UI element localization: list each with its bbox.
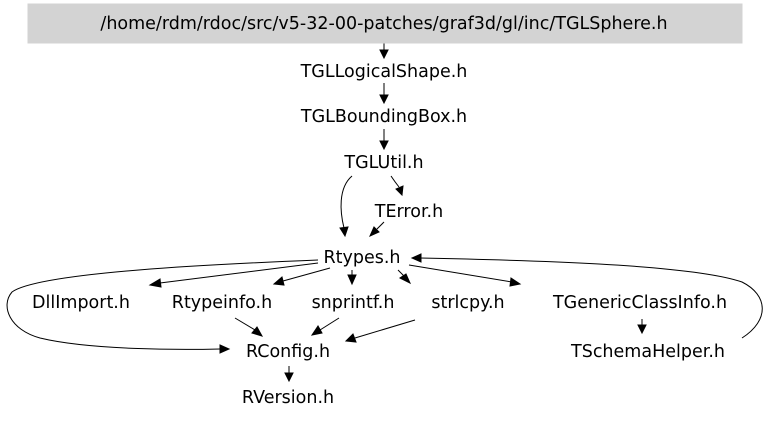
edge-tglutil-to-rtypes: [339, 175, 353, 238]
node-tgllogicalshape-label: TGLLogicalShape.h: [300, 62, 468, 82]
edge-root-to-tgllogicalshape: [379, 43, 389, 60]
edge-rtypes-to-tgenericclassinfo: [408, 264, 522, 287]
node-tglsphere-root[interactable]: /home/rdm/rdoc/src/v5-32-00-patches/graf…: [27, 3, 743, 44]
node-rconfig-label: RConfig.h: [246, 342, 330, 362]
node-rversion-label: RVersion.h: [242, 388, 334, 408]
node-dllimport-label: DllImport.h: [32, 293, 130, 313]
edge-tgllogicalshape-to-tglboundingbox: [379, 83, 389, 105]
node-tgenericclassinfo-label: TGenericClassInfo.h: [552, 293, 727, 313]
node-rtypeinfo[interactable]: Rtypeinfo.h: [172, 293, 272, 313]
edge-rtypeinfo-to-rconfig: [234, 317, 264, 337]
node-root-background: [27, 3, 743, 44]
node-tgllogicalshape[interactable]: TGLLogicalShape.h: [300, 62, 468, 82]
edge-tglboundingbox-to-tglutil: [379, 129, 389, 151]
edge-tgenericclassinfo-to-tschemahelper: [637, 319, 647, 335]
node-tschemahelper[interactable]: TSchemaHelper.h: [570, 342, 725, 362]
node-tglboundingbox-label: TGLBoundingBox.h: [300, 107, 467, 127]
edge-rconfig-to-rversion: [284, 366, 294, 383]
node-snprintf[interactable]: snprintf.h: [312, 293, 395, 313]
edge-rtypes-to-strlcpy: [397, 269, 412, 285]
node-tglutil[interactable]: TGLUtil.h: [343, 153, 423, 173]
node-tglutil-label: TGLUtil.h: [343, 153, 423, 173]
node-dllimport[interactable]: DllImport.h: [32, 293, 130, 313]
edge-tschemahelper-to-rtypes: [410, 253, 763, 339]
edge-rtypes-to-rtypeinfo: [272, 267, 331, 286]
node-strlcpy[interactable]: strlcpy.h: [431, 293, 504, 313]
node-tschemahelper-label: TSchemaHelper.h: [570, 342, 725, 362]
node-rversion[interactable]: RVersion.h: [242, 388, 334, 408]
edge-snprintf-to-rconfig: [310, 317, 340, 336]
node-terror[interactable]: TError.h: [374, 202, 443, 222]
edge-rtypes-to-rconfig: [6, 259, 319, 354]
node-tgenericclassinfo[interactable]: TGenericClassInfo.h: [552, 293, 727, 313]
node-terror-label: TError.h: [374, 202, 443, 222]
edge-tglutil-to-terror: [390, 175, 404, 197]
edge-strlcpy-to-rconfig: [344, 319, 416, 343]
node-snprintf-label: snprintf.h: [312, 293, 395, 313]
node-rtypeinfo-label: Rtypeinfo.h: [172, 293, 272, 313]
node-rtypes[interactable]: Rtypes.h: [323, 248, 400, 268]
edge-rtypes-to-snprintf: [347, 270, 357, 286]
node-rconfig[interactable]: RConfig.h: [246, 342, 330, 362]
node-strlcpy-label: strlcpy.h: [431, 293, 504, 313]
node-tglboundingbox[interactable]: TGLBoundingBox.h: [300, 107, 467, 127]
node-root-label: /home/rdm/rdoc/src/v5-32-00-patches/graf…: [100, 14, 667, 34]
edge-terror-to-rtypes: [369, 221, 385, 237]
node-rtypes-label: Rtypes.h: [323, 248, 400, 268]
edge-rtypes-to-dllimport: [148, 262, 319, 288]
